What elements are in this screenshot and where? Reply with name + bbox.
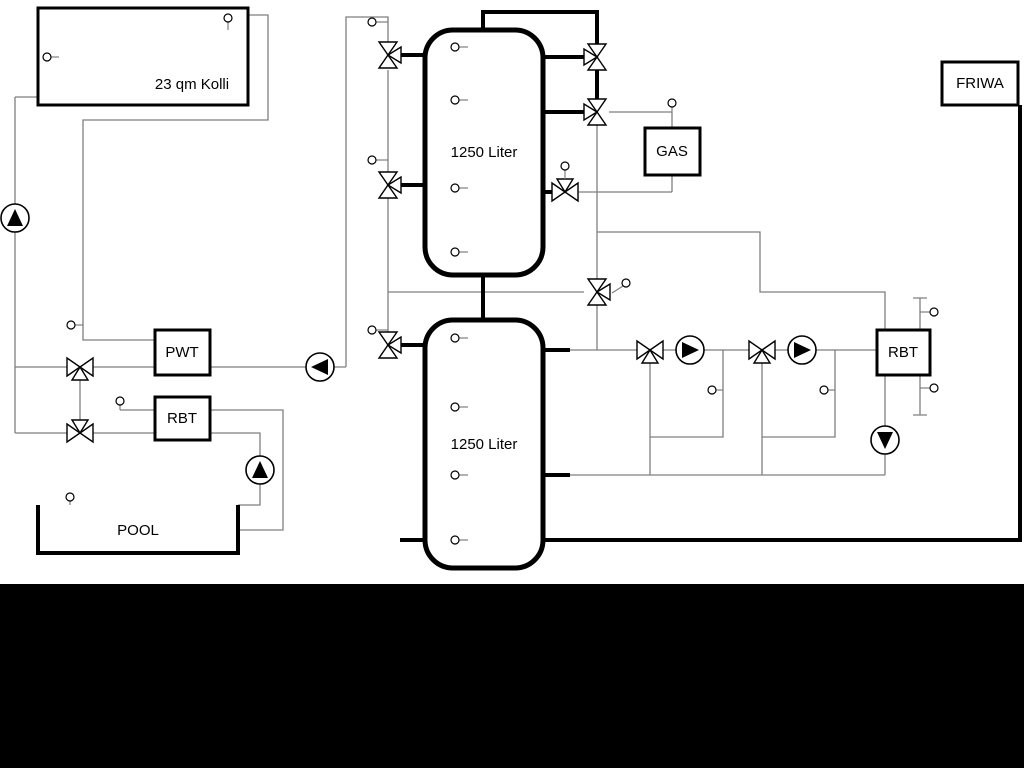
three-way-valve-icon [583,98,608,126]
pump-icon [870,425,900,455]
three-way-valve-icon [551,178,579,203]
sensor-icon [450,535,468,545]
pump-icon [0,203,30,233]
sensor-icon [450,42,468,52]
sensor-icon [367,17,388,27]
solar-collector-box [36,6,250,107]
sensor-icon [450,183,468,193]
sensor-icon [707,385,723,395]
sensor-icon [450,470,468,480]
sensor-icon [819,385,835,395]
pwt-box [153,328,212,377]
three-way-valve-icon [748,339,776,364]
sensor-icon [42,52,59,62]
rbt-right-box [875,328,932,377]
three-way-valve-icon [377,41,402,69]
sensor-icon [450,333,468,343]
buffer-tank-bottom [422,317,546,571]
pipes-thick [396,10,1022,542]
rbt-left-label: RBT [167,410,197,427]
three-way-valve-icon [377,171,402,199]
pool-basin [36,505,240,555]
three-way-valve-icon [586,278,611,306]
sensor-icon [920,383,939,393]
sensor-icon [115,396,125,410]
rbt-right-label: RBT [888,344,918,361]
sensor-icon [667,98,677,112]
pipes-thin [14,14,927,531]
three-way-valve-icon [66,419,94,444]
pwt-label: PWT [165,344,198,361]
gas-boiler-box [643,126,702,177]
pump-icon [245,455,275,485]
friwa-box [940,60,1020,107]
sensor-icon [66,320,83,330]
buffer-tank-bottom-label: 1250 Liter [451,436,518,453]
pump-icon [305,352,335,382]
three-way-valve-icon [583,43,608,71]
collector-label: 23 qm Kolli [155,76,229,93]
pump-icon [787,335,817,365]
sensor-icon [367,155,388,165]
sensor-icon [450,95,468,105]
sensor-icon [65,492,75,505]
buffer-tank-top-label: 1250 Liter [451,144,518,161]
pump-icon [675,335,705,365]
sensor-icon [920,307,939,317]
three-way-valve-icon [636,339,664,364]
three-way-valve-icon [377,331,402,359]
gas-boiler-label: GAS [656,143,688,160]
buffer-tank-top [422,27,546,278]
sensor-icon [367,325,388,335]
sensor-icon [223,13,233,30]
sensor-icon [450,247,468,257]
friwa-label: FRIWA [956,75,1004,92]
rbt-left-box [153,395,212,442]
pool-label: POOL [117,522,159,539]
letterbox [0,584,1024,768]
sensor-icon [611,278,631,294]
sensor-icon [450,402,468,412]
three-way-valve-icon [66,356,94,381]
sensor-icon [560,161,570,179]
